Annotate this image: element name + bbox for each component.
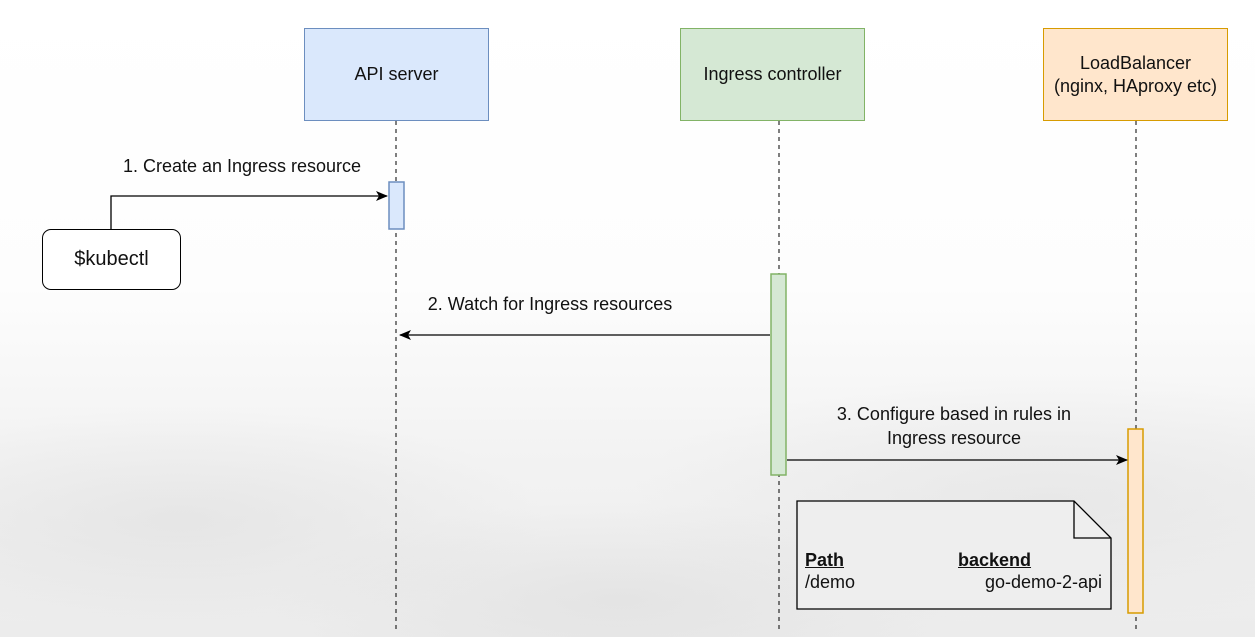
note-backend-value: go-demo-2-api — [984, 572, 1102, 592]
participant-load-balancer-sublabel: (nginx, HAproxy etc) — [1053, 75, 1218, 96]
note-routing-rules — [796, 500, 1112, 610]
message-label-configure-lb-line2: Ingress resource — [886, 428, 1022, 448]
participant-api-server: API server — [304, 28, 489, 121]
note-path-header: Path — [805, 550, 845, 570]
participant-api-server-label: API server — [354, 64, 439, 84]
participant-ingress-controller-label: Ingress controller — [703, 64, 842, 84]
arrow-create-ingress — [110, 191, 388, 229]
message-label-configure-lb: 3. Configure based in rules in Ingress r… — [800, 402, 1108, 450]
note-path-value: /demo — [805, 572, 856, 592]
participant-load-balancer-label: LoadBalancer — [1079, 52, 1192, 73]
message-label-configure-lb-line1: 3. Configure based in rules in — [836, 404, 1072, 424]
participant-ingress-controller: Ingress controller — [680, 28, 865, 121]
activation-load-balancer — [1127, 428, 1144, 614]
message-label-create-ingress: 1. Create an Ingress resource — [122, 156, 362, 176]
note-fold-corner — [1073, 501, 1111, 539]
actor-kubectl-label: $kubectl — [74, 248, 149, 270]
note-backend-header: backend — [958, 550, 1032, 570]
actor-kubectl: $kubectl — [42, 229, 181, 290]
activation-api-server — [388, 181, 405, 230]
participant-load-balancer: LoadBalancer (nginx, HAproxy etc) — [1043, 28, 1228, 121]
message-label-watch-ingress: 2. Watch for Ingress resources — [427, 294, 673, 314]
activation-ingress-controller — [770, 273, 787, 476]
